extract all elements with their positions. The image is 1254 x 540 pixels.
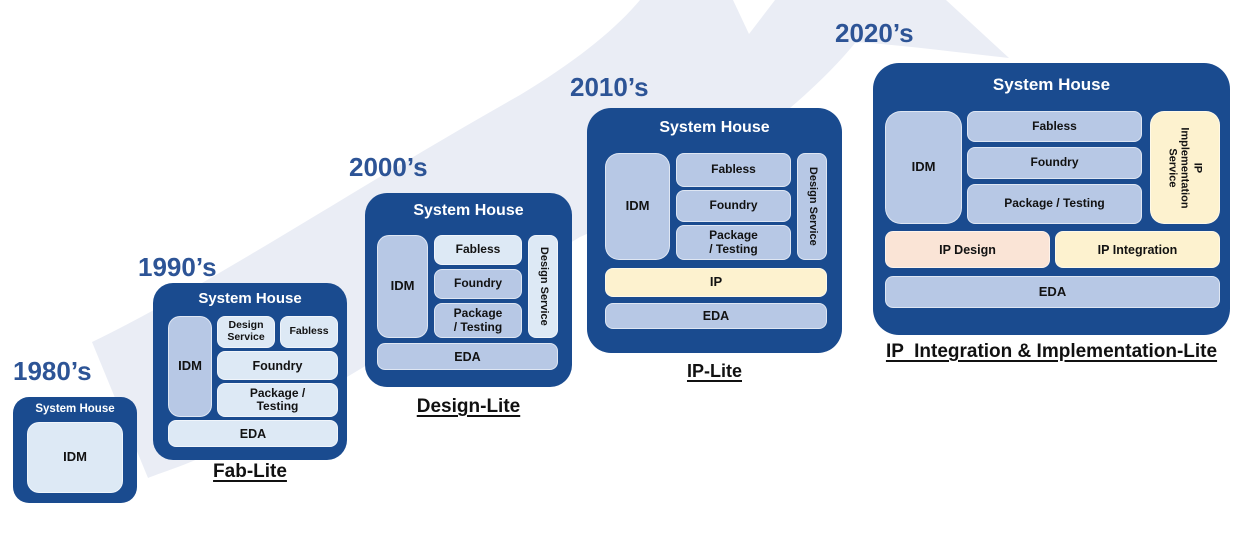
cell-foundry: Foundry <box>434 269 522 299</box>
cell-fabless: Fabless <box>434 235 522 265</box>
cell-foundry: Foundry <box>967 147 1142 179</box>
cell-eda: EDA <box>605 303 827 329</box>
house-body-2000s: IDM Fabless Foundry Package / Testing De… <box>377 235 558 370</box>
house-body-2020s: IDM Fabless Foundry Package / Testing IP… <box>885 111 1220 308</box>
cell-package-testing: Package / Testing <box>217 383 338 417</box>
middle-column: Fabless Foundry Package / Testing <box>967 111 1142 224</box>
stage-label-ip-lite: IP-Lite <box>686 361 742 381</box>
house-2020s: System House IDM Fabless Foundry Package… <box>873 63 1230 335</box>
house-title-2020s: System House <box>992 75 1111 94</box>
cell-package-testing: Package / Testing <box>967 184 1142 224</box>
middle-column: Fabless Foundry Package / Testing <box>676 153 791 260</box>
cell-fabless: Fabless <box>967 111 1142 142</box>
house-title-1990s: System House <box>198 290 302 307</box>
house-2010s: System House IDM Fabless Foundry Package… <box>587 108 842 353</box>
cell-foundry: Foundry <box>217 351 338 380</box>
house-2000s: System House IDM Fabless Foundry Package… <box>365 193 572 387</box>
cell-fabless: Fabless <box>280 316 338 348</box>
cell-idm: IDM <box>605 153 670 260</box>
house-body-1990s: IDM Design Service Fabless Foundry Packa… <box>168 316 338 447</box>
house-title-2000s: System House <box>413 202 524 219</box>
cell-ip-design: IP Design <box>885 231 1050 268</box>
house-title-2010s: System House <box>659 119 770 136</box>
main-row: IDM Fabless Foundry Package / Testing IP… <box>885 111 1220 224</box>
cell-design-service: Design Service <box>217 316 275 348</box>
stage-label-fab-lite: Fab-Lite <box>213 461 287 482</box>
decade-label-2000s: 2000’s <box>349 152 428 182</box>
stage-label-design-lite: Design-Lite <box>416 396 521 417</box>
sub-row: Design Service Fabless <box>217 316 338 348</box>
decade-label-2020s: 2020’s <box>835 18 914 48</box>
cell-fabless: Fabless <box>676 153 791 187</box>
cell-idm: IDM <box>885 111 962 224</box>
cell-package-testing: Package / Testing <box>434 303 522 338</box>
house-title-1980s: System House <box>35 403 115 415</box>
house-body-1980s: IDM <box>27 422 123 493</box>
design-service-rotated-text: Design Service <box>806 167 819 246</box>
stage-label-ip-integration-implementation-lite: IP Integration & Implementation-Lite <box>885 341 1218 362</box>
house-1990s: System House IDM Design Service Fabless … <box>153 283 347 460</box>
decade-label-1980s: 1980’s <box>13 356 92 386</box>
cell-foundry: Foundry <box>676 190 791 222</box>
main-row: IDM Fabless Foundry Package / Testing De… <box>377 235 558 338</box>
main-row: IDM Design Service Fabless Foundry Packa… <box>168 316 338 417</box>
cell-design-service-vertical: Design Service <box>528 235 558 338</box>
cell-ip-implementation-service-vertical: IP Implementation Service <box>1150 111 1220 224</box>
cell-design-service-vertical: Design Service <box>797 153 827 260</box>
decade-label-2010s: 2010’s <box>570 72 649 102</box>
cell-ip: IP <box>605 268 827 297</box>
cell-eda: EDA <box>168 420 338 447</box>
cell-eda: EDA <box>377 343 558 370</box>
ip-row: IP Design IP Integration <box>885 231 1220 268</box>
cell-ip-integration: IP Integration <box>1055 231 1220 268</box>
main-row: IDM Fabless Foundry Package / Testing De… <box>605 153 827 260</box>
ip-implementation-service-rotated-text: IP Implementation Service <box>1166 126 1204 209</box>
middle-column: Fabless Foundry Package / Testing <box>434 235 522 338</box>
house-body-2010s: IDM Fabless Foundry Package / Testing De… <box>605 153 827 329</box>
cell-package-testing: Package / Testing <box>676 225 791 260</box>
cell-idm: IDM <box>168 316 212 417</box>
design-service-rotated-text: Design Service <box>537 247 550 326</box>
cell-eda: EDA <box>885 276 1220 308</box>
right-column: Design Service Fabless Foundry Package /… <box>217 316 338 417</box>
cell-idm: IDM <box>377 235 428 338</box>
house-1980s: System House IDM <box>13 397 137 503</box>
cell-idm: IDM <box>27 422 123 493</box>
decade-label-1990s: 1990’s <box>138 252 217 282</box>
